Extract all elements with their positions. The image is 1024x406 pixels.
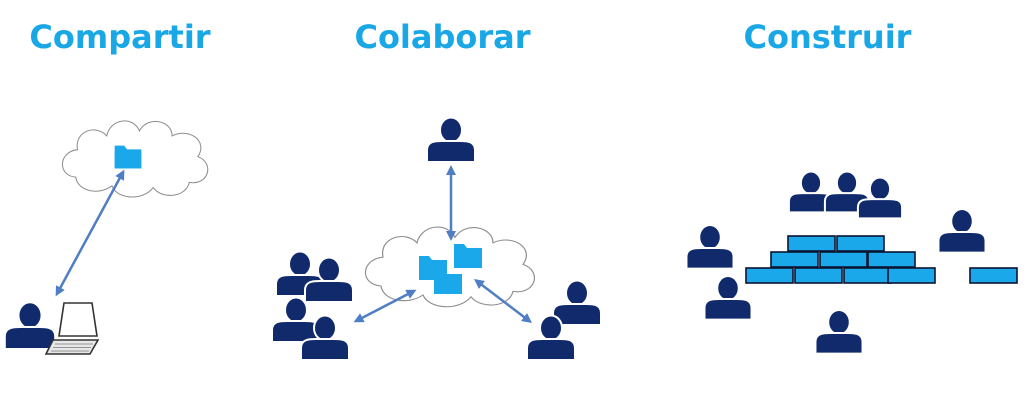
brick-icon	[770, 251, 819, 268]
cloud-shape	[364, 226, 536, 308]
person-icon	[937, 207, 987, 254]
person-icon	[3, 301, 57, 350]
person-icon	[271, 296, 321, 343]
brick-icon	[843, 267, 892, 284]
person-icon	[814, 308, 864, 355]
person-icon	[3, 301, 57, 350]
brick-icon	[745, 267, 794, 284]
laptop-keyboard	[44, 339, 100, 355]
title-colaborar: Colaborar	[354, 18, 531, 56]
brick-icon	[794, 267, 843, 284]
person-icon	[552, 279, 602, 326]
brick-wall	[745, 235, 1018, 284]
title-construir: Construir	[743, 18, 912, 56]
person-icon	[426, 116, 476, 163]
laptop-icon	[44, 302, 100, 355]
title-compartir: Compartir	[29, 18, 211, 56]
brick-icon	[969, 267, 1018, 284]
double-arrow-icon	[55, 169, 125, 297]
double-arrow-icon	[474, 278, 532, 324]
brick-icon	[867, 251, 916, 268]
brick-icon	[787, 235, 836, 252]
cloud-icon	[364, 226, 536, 308]
brick-icon	[819, 251, 868, 268]
person-icon	[703, 274, 753, 321]
brick-icon	[836, 235, 885, 252]
double-arrow-icon	[353, 289, 417, 323]
brick-icon	[887, 267, 936, 284]
laptop-screen	[58, 302, 98, 337]
person-icon	[685, 223, 735, 270]
